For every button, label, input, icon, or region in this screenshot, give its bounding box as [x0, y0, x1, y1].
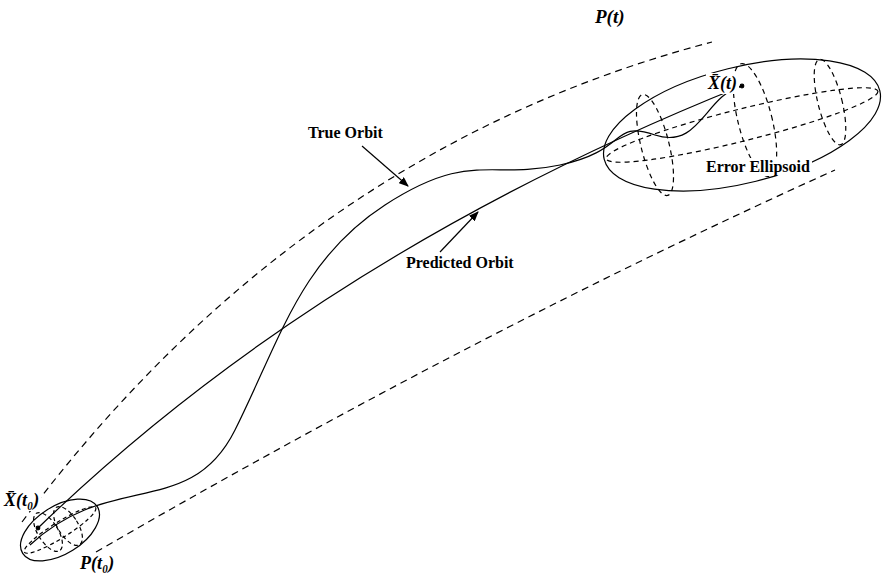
error-ellipsoid [590, 34, 882, 215]
envelope-line [22, 42, 712, 522]
center-dot [740, 84, 744, 88]
math-label: X̄(t) [706, 73, 739, 94]
true-orbit [30, 86, 742, 545]
cross-section [808, 56, 853, 147]
math-label: X̄(t₀) [2, 490, 41, 511]
ellipsoid-label: Error Ellipsoid [704, 158, 812, 176]
cross-section [629, 91, 681, 199]
envelope-line [96, 170, 835, 552]
math-label: P(t₀) [78, 553, 116, 574]
math-label: P(t) [593, 6, 627, 28]
center-dot [36, 526, 40, 530]
predicted-orbit [38, 86, 742, 528]
cross-section [28, 508, 68, 556]
leader-arrow [362, 146, 408, 186]
leader-arrow [440, 212, 478, 252]
orbit-label: Predicted Orbit [404, 254, 516, 272]
orbit-label: True Orbit [306, 124, 385, 142]
